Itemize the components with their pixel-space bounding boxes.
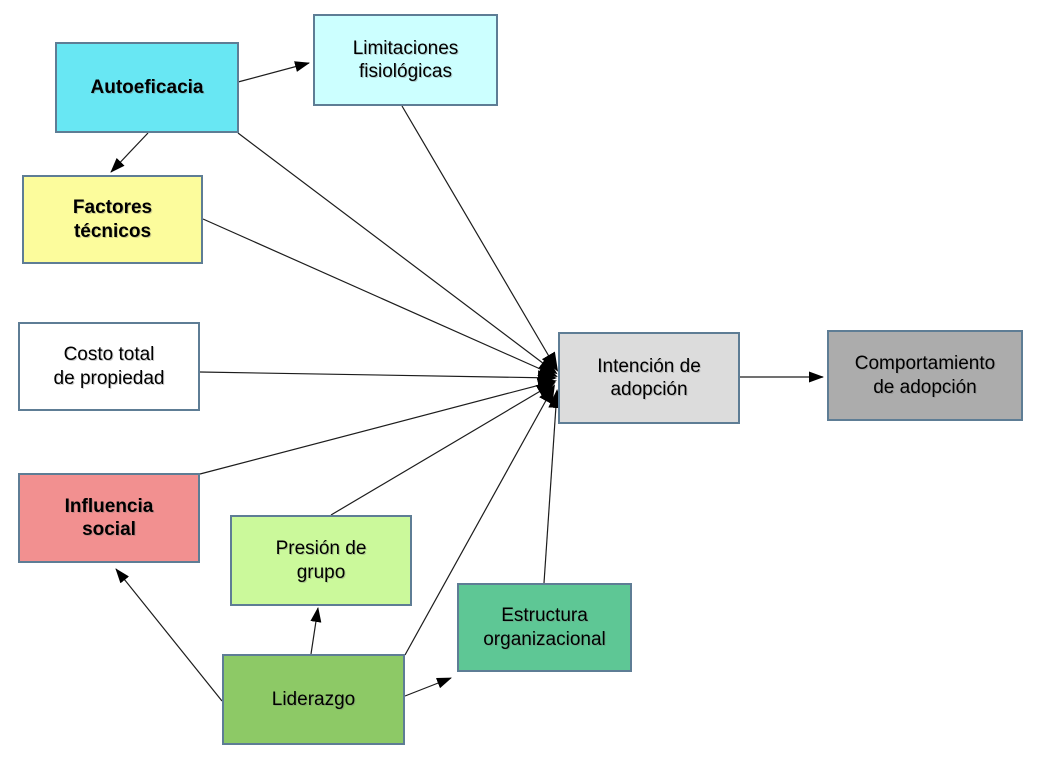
node-influencia-social: Influencia social — [18, 473, 200, 563]
node-costo-total-de-propiedad: Costo total de propiedad — [18, 322, 200, 411]
node-influencia-social-label: Influencia social — [64, 495, 154, 540]
node-autoeficacia-label: Autoeficacia — [90, 76, 204, 98]
node-estructura-organizacional: Estructura organizacional — [457, 583, 632, 672]
node-presion-de-grupo-label: Presión de grupo — [275, 538, 367, 583]
edge-liderazgo-presion — [310, 607, 322, 655]
edge-factores-intencion — [202, 218, 558, 377]
edge-influencia-intencion — [199, 378, 557, 475]
edge-estructura-intencion — [543, 389, 564, 584]
node-factores-tecnicos: Factores técnicos — [22, 175, 203, 264]
edge-autoeficacia-limitaciones — [237, 61, 310, 83]
node-liderazgo-label: Liderazgo — [271, 688, 356, 710]
node-intencion-de-adopcion: Intención de adopción — [558, 332, 740, 424]
node-comportamiento-de-adopcion: Comportamiento de adopción — [827, 330, 1023, 421]
node-autoeficacia: Autoeficacia — [55, 42, 239, 133]
node-presion-de-grupo: Presión de grupo — [230, 515, 412, 606]
node-costo-total-de-propiedad-label: Costo total de propiedad — [53, 344, 165, 389]
edge-presion-intencion — [330, 381, 556, 516]
edge-liderazgo-intencion — [404, 384, 555, 656]
edge-liderazgo-estructura — [404, 677, 452, 697]
edge-autoeficacia-intencion — [237, 132, 558, 375]
node-liderazgo: Liderazgo — [222, 654, 405, 745]
node-factores-tecnicos-label: Factores técnicos — [72, 197, 153, 242]
node-limitaciones-fisiologicas-label: Limitaciones fisiológicas — [352, 37, 459, 82]
edge-autoeficacia-factores — [110, 132, 149, 173]
node-estructura-organizacional-label: Estructura organizacional — [483, 605, 606, 650]
edge-costo-intencion — [199, 370, 557, 386]
node-limitaciones-fisiologicas: Limitaciones fisiológicas — [313, 14, 498, 106]
edge-limitaciones-intencion — [401, 105, 559, 372]
edge-liderazgo-influencia — [115, 568, 223, 702]
node-intencion-de-adopcion-label: Intención de adopción — [597, 355, 701, 400]
node-comportamiento-de-adopcion-label: Comportamiento de adopción — [854, 353, 996, 398]
